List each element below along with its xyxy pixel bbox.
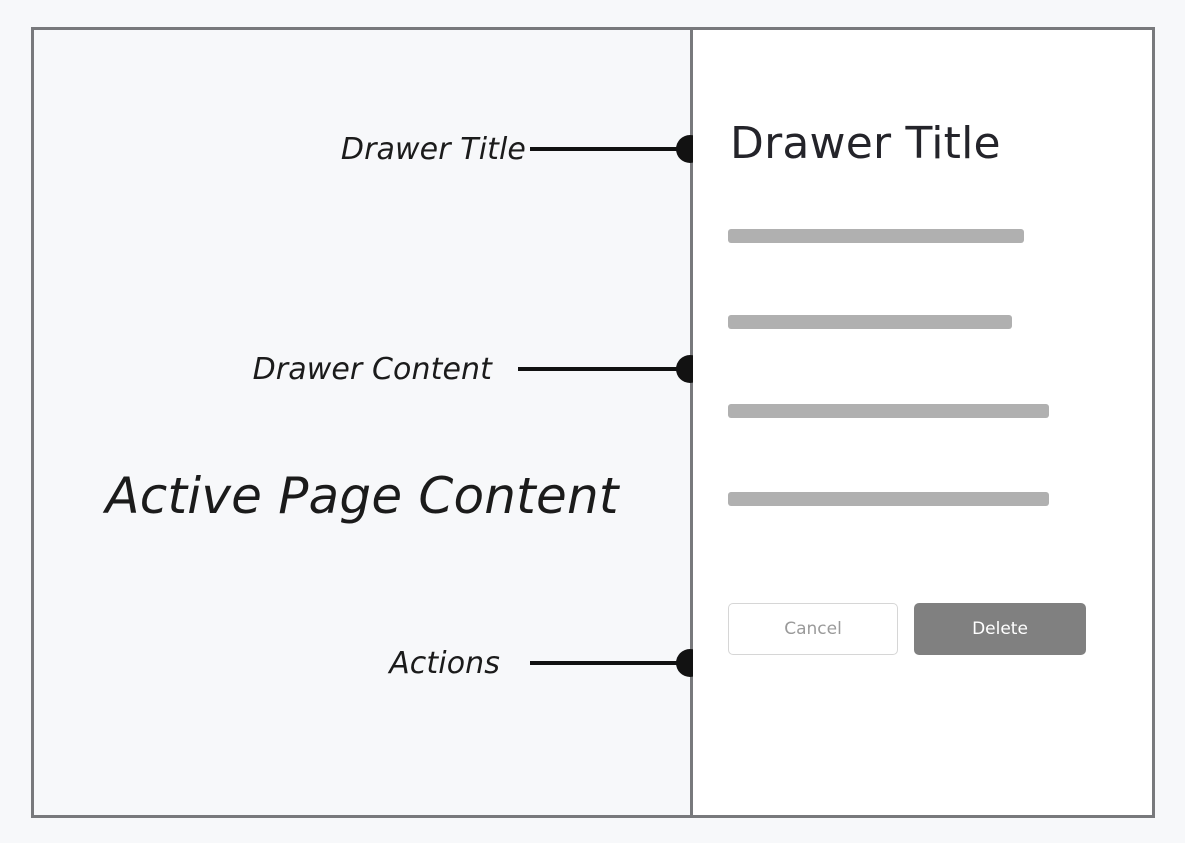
delete-button[interactable]: Delete [914,603,1086,655]
callout-actions: Actions [389,645,704,681]
panel-divider [690,30,693,815]
drawer-action-bar: Cancel Delete [728,603,1086,655]
callout-leader-line [518,367,678,371]
callout-drawer-content: Drawer Content [252,351,704,387]
drawer-title: Drawer Title [730,118,1001,169]
wireframe-frame: Drawer Title Drawer Content Actions Acti… [31,27,1155,818]
drawer-panel: Drawer Title Cancel Delete [693,30,1152,815]
callout-drawer-title-label: Drawer Title [340,131,526,167]
callout-drawer-title: Drawer Title [340,131,704,167]
callout-actions-label: Actions [389,645,500,681]
callout-leader-line [530,661,678,665]
active-page-panel: Drawer Title Drawer Content Actions Acti… [34,30,704,815]
content-placeholder-bar [728,229,1024,243]
callout-leader-line [530,147,678,151]
content-placeholder-bar [728,315,1012,329]
content-placeholder-bar [728,404,1049,418]
active-page-content-label: Active Page Content [105,467,619,525]
content-placeholder-bar [728,492,1049,506]
callout-drawer-content-label: Drawer Content [252,351,492,387]
cancel-button[interactable]: Cancel [728,603,898,655]
